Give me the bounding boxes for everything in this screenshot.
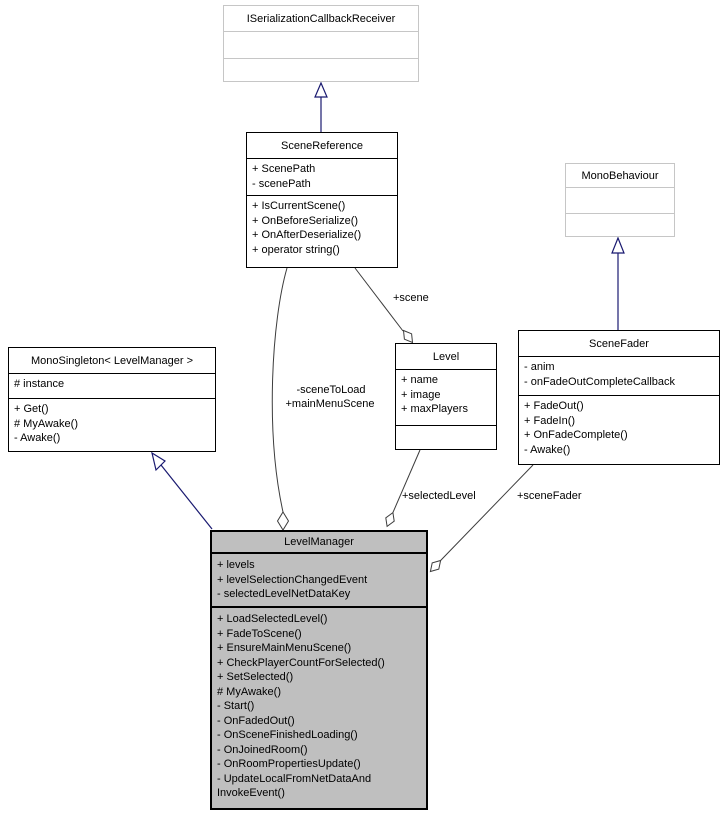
- class-title: MonoBehaviour: [566, 164, 674, 188]
- member-text: - Awake(): [524, 443, 571, 456]
- member-text: - OnRoomPropertiesUpdate(): [217, 758, 361, 770]
- attributes-compartment: + levels + levelSelectionChangedEvent - se…: [212, 554, 426, 608]
- member-text: + FadeIn(): [524, 414, 576, 427]
- edge-scene-fader: [440, 464, 534, 561]
- aggregation-diamond-icon: [385, 511, 395, 528]
- methods-compartment: [566, 214, 674, 236]
- attributes-compartment: + name + image + maxPlayers: [396, 370, 496, 426]
- member-text: + OnBeforeSerialize(): [252, 214, 359, 227]
- member-text: # instance: [14, 378, 65, 390]
- inheritance-arrowhead-icon: [611, 236, 625, 254]
- member-text: + levels: [217, 559, 255, 571]
- edge-label-selected-level: +selectedLevel: [402, 490, 476, 502]
- member-text: + ScenePath: [252, 163, 316, 175]
- edge-label-scene-to-load: -sceneToLoad: [296, 384, 366, 396]
- association-diamonds: [276, 329, 442, 573]
- edge-levelmanager-inherits: [160, 464, 213, 530]
- member-text: - onFadeOutCompleteCallback: [524, 375, 676, 388]
- methods-compartment: + LoadSelectedLevel() + FadeToScene() + En…: [212, 608, 426, 808]
- member-text: - scenePath: [252, 177, 311, 190]
- member-text: + FadeToScene(): [217, 627, 302, 640]
- class-title: SceneReference: [247, 133, 397, 159]
- member-text: + LoadSelectedLevel(): [217, 613, 328, 625]
- attributes-compartment: # instance: [9, 374, 215, 399]
- class-title: SceneFader: [519, 331, 719, 357]
- attributes-compartment: + ScenePath - scenePath: [247, 159, 397, 196]
- class-title: MonoSingleton< LevelManager >: [9, 348, 215, 374]
- member-text: + EnsureMainMenuScene(): [217, 642, 352, 654]
- aggregation-diamond-icon: [402, 329, 414, 344]
- member-text: - UpdateLocalFromNetDataAnd InvokeEvent(…: [217, 772, 372, 800]
- class-box-monobehaviour: MonoBehaviour: [565, 163, 675, 237]
- member-text: # MyAwake(): [14, 417, 78, 430]
- class-box-monosingleton-levelmanager: MonoSingleton< LevelManager > # instance…: [8, 347, 216, 452]
- methods-compartment: [224, 59, 418, 81]
- member-text: - Awake(): [14, 432, 61, 444]
- class-box-scenefader: SceneFader - anim - onFadeOutCompleteCall…: [518, 330, 720, 465]
- class-box-scenereference: SceneReference + ScenePath - scenePath + …: [246, 132, 398, 268]
- association-lines: [271, 267, 534, 561]
- member-text: # MyAwake(): [217, 685, 281, 698]
- class-box-level: Level + name + image + maxPlayers: [395, 343, 497, 450]
- member-text: + operator string(): [252, 243, 340, 256]
- edge-label-scene: +scene: [393, 292, 429, 304]
- attributes-compartment: - anim - onFadeOutCompleteCallback: [519, 357, 719, 396]
- member-text: + FadeOut(): [524, 400, 584, 412]
- member-text: - selectedLevelNetDataKey: [217, 588, 351, 600]
- member-text: + SetSelected(): [217, 671, 294, 683]
- aggregation-diamond-icon: [429, 559, 442, 573]
- attributes-compartment: [224, 32, 418, 59]
- methods-compartment: [396, 426, 496, 449]
- attributes-compartment: [566, 188, 674, 214]
- methods-compartment: + FadeOut() + FadeIn() + OnFadeComplete() -…: [519, 396, 719, 464]
- class-title: LevelManager: [212, 532, 426, 554]
- member-text: - OnFadedOut(): [217, 714, 295, 727]
- member-text: + Get(): [14, 403, 49, 415]
- inheritance-arrowhead-icon: [151, 451, 166, 472]
- member-text: + IsCurrentScene(): [252, 200, 346, 212]
- inheritance-arrowhead-icon: [314, 81, 328, 98]
- member-text: + image: [401, 388, 441, 401]
- methods-compartment: + Get() # MyAwake() - Awake(): [9, 399, 215, 451]
- class-box-iserializationcallbackreceiver: ISerializationCallbackReceiver: [223, 5, 419, 82]
- member-text: + CheckPlayerCountForSelected(): [217, 656, 385, 669]
- edge-scene-to-load: [271, 267, 288, 513]
- member-text: + OnFadeComplete(): [524, 429, 628, 441]
- member-text: - Start(): [217, 700, 255, 712]
- inheritance-lines: [160, 97, 619, 530]
- member-text: + name: [401, 374, 438, 386]
- member-text: - anim: [524, 361, 555, 373]
- member-text: - OnSceneFinishedLoading(): [217, 729, 358, 741]
- member-text: + levelSelectionChangedEvent: [217, 573, 368, 586]
- edge-label-scene-fader: +sceneFader: [517, 490, 582, 502]
- class-title: ISerializationCallbackReceiver: [224, 6, 418, 32]
- member-text: + OnAfterDeserialize(): [252, 229, 362, 241]
- methods-compartment: + IsCurrentScene() + OnBeforeSerialize() +…: [247, 196, 397, 267]
- aggregation-diamond-icon: [276, 511, 290, 531]
- member-text: - OnJoinedRoom(): [217, 743, 308, 756]
- edge-label-main-menu-scene: +mainMenuScene: [285, 398, 375, 410]
- edge-scene: [354, 267, 404, 332]
- class-box-levelmanager: LevelManager + levels + levelSelectionCha…: [210, 530, 428, 810]
- class-title: Level: [396, 344, 496, 370]
- inheritance-arrowheads: [151, 81, 625, 472]
- member-text: + maxPlayers: [401, 403, 468, 415]
- edge-selected-level: [392, 449, 421, 513]
